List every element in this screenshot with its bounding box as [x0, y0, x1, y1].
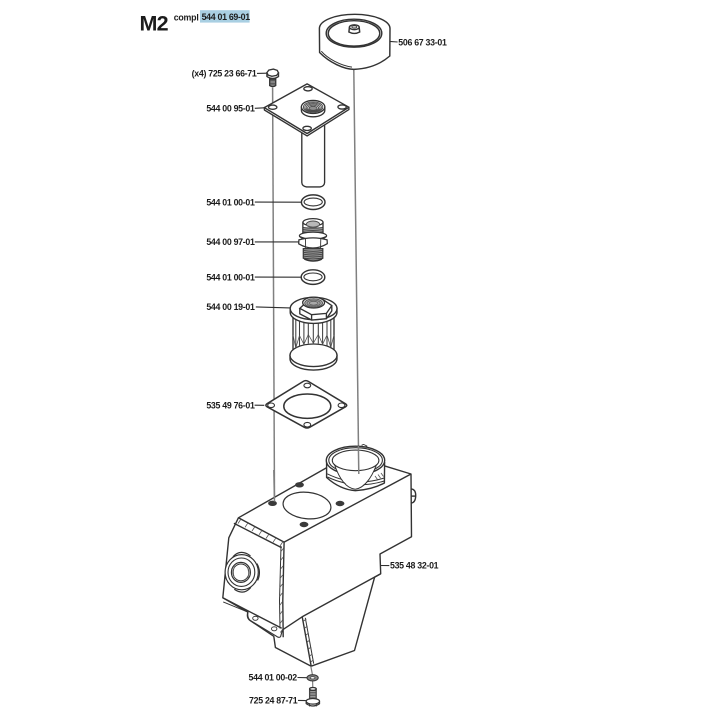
- svg-text:544 01 00-01: 544 01 00-01: [206, 197, 255, 207]
- svg-text:544 00 19-01: 544 00 19-01: [206, 302, 255, 312]
- svg-text:compl: compl: [174, 13, 199, 23]
- svg-text:535 49 76-01: 535 49 76-01: [206, 400, 255, 410]
- svg-text:544 01 69-01: 544 01 69-01: [202, 12, 251, 22]
- svg-text:544 01 00-01: 544 01 00-01: [206, 272, 255, 282]
- svg-text:544 01 00-02: 544 01 00-02: [249, 673, 298, 683]
- svg-text:(x4) 725 23 66-71: (x4) 725 23 66-71: [192, 69, 257, 79]
- svg-text:544 00 97-01: 544 00 97-01: [206, 237, 255, 247]
- svg-text:725 24 87-71: 725 24 87-71: [249, 696, 298, 706]
- svg-text:506 67 33-01: 506 67 33-01: [398, 37, 447, 47]
- svg-text:535 48 32-01: 535 48 32-01: [390, 561, 439, 571]
- svg-text:544 00 95-01: 544 00 95-01: [206, 104, 255, 114]
- svg-text:M2: M2: [140, 11, 169, 35]
